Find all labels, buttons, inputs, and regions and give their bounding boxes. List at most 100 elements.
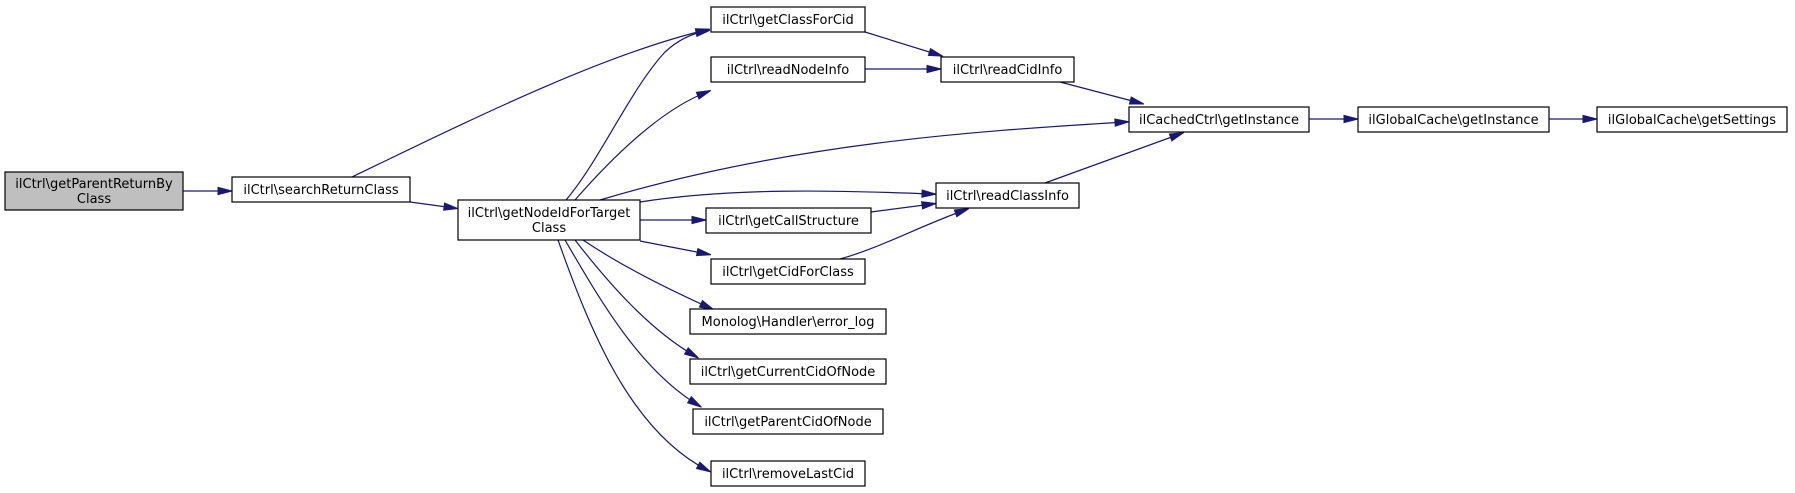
arrowhead: [1128, 96, 1145, 105]
arrowhead: [443, 202, 459, 211]
edge-n2-to-n12: [639, 189, 937, 203]
node-n13[interactable]: ilCachedCtrl\getInstance: [1128, 106, 1310, 133]
arrowhead: [953, 208, 970, 218]
edge-line: [1044, 133, 1181, 184]
edge-n13-to-n14: [1309, 114, 1359, 124]
edge-n1-to-n3: [351, 28, 711, 178]
edge-n1-to-n2: [409, 201, 459, 211]
arrowhead: [683, 347, 699, 359]
node-n12[interactable]: ilCtrl\readClassInfo: [935, 182, 1080, 209]
edge-n2-to-n9: [564, 239, 702, 408]
edge-n6-to-n12: [839, 208, 970, 260]
edge-line: [582, 239, 711, 309]
node-box: [1357, 106, 1550, 133]
edge-n2-to-n3: [565, 28, 711, 201]
node-n4[interactable]: ilCtrl\readNodeInfo: [710, 56, 866, 83]
edge-line: [864, 31, 940, 56]
node-n10[interactable]: ilCtrl\removeLastCid: [710, 460, 866, 487]
node-n1[interactable]: ilCtrl\searchReturnClass: [231, 176, 411, 203]
arrowhead: [695, 461, 711, 473]
node-box: [705, 207, 872, 234]
arrowhead: [927, 47, 944, 57]
node-label-line: ilCtrl\getNodeIdForTarget: [468, 206, 631, 221]
node-n14[interactable]: ilGlobalCache\getInstance: [1357, 106, 1550, 133]
node-n3[interactable]: ilCtrl\getClassForCid: [710, 6, 866, 33]
edge-n2-to-n10: [557, 239, 711, 473]
edge-n2-to-n13: [599, 118, 1130, 201]
node-label-line: ilCtrl\getCallStructure: [718, 214, 859, 229]
edge-n2-to-n4: [574, 90, 712, 201]
node-label-line: ilCtrl\getParentCidOfNode: [704, 415, 871, 430]
arrowhead: [698, 299, 714, 311]
arrowhead: [695, 247, 712, 257]
node-label-line: ilCtrl\getParentReturnBy: [15, 177, 173, 192]
node-box: [1128, 106, 1310, 133]
arrowhead: [217, 186, 233, 196]
arrowhead: [686, 395, 702, 408]
edge-line: [574, 239, 696, 357]
edge-n2-to-n5: [640, 215, 707, 225]
node-label-line: ilCtrl\getCurrentCidOfNode: [701, 365, 876, 380]
node-label-line: Monolog\Handler\error_log: [702, 315, 875, 330]
edge-line: [557, 239, 708, 471]
node-label-line: ilCtrl\searchReturnClass: [243, 183, 398, 198]
node-box: [4, 171, 184, 211]
edge-line: [351, 29, 707, 178]
node-label-line: ilCachedCtrl\getInstance: [1139, 113, 1299, 128]
arrowhead: [1114, 118, 1130, 127]
node-box: [710, 6, 866, 33]
edge-n11-to-n13: [1059, 81, 1145, 105]
arrowhead: [1168, 132, 1185, 142]
arrowhead: [694, 28, 711, 38]
edge-line: [564, 239, 699, 406]
edge-line: [599, 121, 1126, 201]
edge-n4-to-n11: [865, 64, 942, 74]
arrowhead: [1343, 114, 1359, 124]
arrowhead: [921, 189, 937, 198]
edge-n0-to-n1: [183, 186, 233, 196]
edge-line: [1059, 81, 1141, 104]
edge-n2-to-n8: [574, 239, 699, 359]
node-box: [689, 358, 887, 385]
node-box: [692, 408, 884, 435]
node-n7[interactable]: Monolog\Handler\error_log: [689, 308, 887, 335]
node-box: [710, 258, 866, 285]
arrowhead: [695, 90, 712, 100]
arrowhead: [1582, 114, 1598, 124]
arrowhead: [691, 215, 707, 225]
node-box: [689, 308, 887, 335]
edge-n2-to-n7: [582, 239, 714, 311]
node-n6[interactable]: ilCtrl\getCidForClass: [710, 258, 866, 285]
node-n15[interactable]: ilGlobalCache\getSettings: [1596, 106, 1788, 133]
node-label-line: Class: [77, 192, 111, 207]
node-box: [231, 176, 411, 203]
edge-line: [839, 209, 966, 260]
edge-line: [639, 190, 933, 203]
edges-layer: [183, 28, 1598, 473]
node-n5[interactable]: ilCtrl\getCallStructure: [705, 207, 872, 234]
node-label-line: ilGlobalCache\getInstance: [1368, 113, 1538, 128]
node-label-line: ilCtrl\getCidForClass: [722, 265, 854, 280]
node-box: [1596, 106, 1788, 133]
node-label-line: ilCtrl\removeLastCid: [722, 467, 854, 482]
node-label-line: ilGlobalCache\getSettings: [1608, 113, 1776, 128]
node-n9[interactable]: ilCtrl\getParentCidOfNode: [692, 408, 884, 435]
node-label-line: ilCtrl\readNodeInfo: [727, 63, 850, 78]
node-label-line: ilCtrl\getClassForCid: [722, 13, 854, 28]
edge-n12-to-n13: [1044, 132, 1185, 184]
node-box: [457, 199, 641, 241]
node-box: [935, 182, 1080, 209]
node-n11[interactable]: ilCtrl\readCidInfo: [940, 56, 1075, 83]
node-label-line: Class: [532, 221, 566, 236]
node-n8[interactable]: ilCtrl\getCurrentCidOfNode: [689, 358, 887, 385]
node-box: [940, 56, 1075, 83]
edge-n14-to-n15: [1549, 114, 1598, 124]
node-label-line: ilCtrl\readClassInfo: [946, 189, 1069, 204]
arrowhead: [921, 201, 937, 210]
node-box: [710, 56, 866, 83]
edge-line: [639, 240, 708, 255]
node-box: [710, 460, 866, 487]
